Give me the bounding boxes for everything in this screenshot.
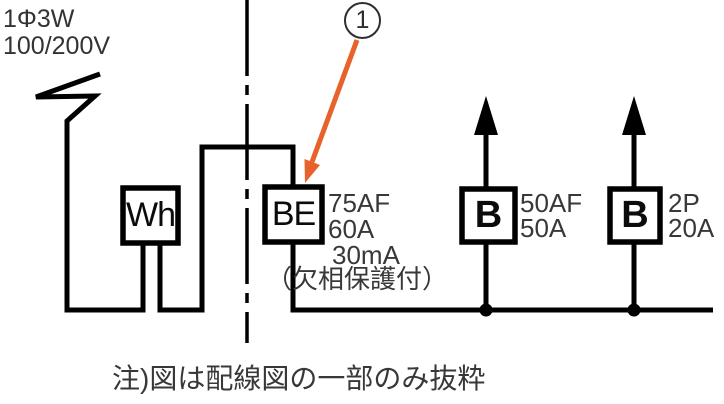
branch1-spec-rating: 50A xyxy=(520,213,567,243)
branch-breaker1-box xyxy=(459,186,518,245)
main-breaker-note: （欠相保護付） xyxy=(266,264,449,294)
main-breaker-spec-frame: 75AF xyxy=(328,188,391,218)
source-system-label: 1Φ3W xyxy=(3,5,75,33)
callout-arrow-shaft xyxy=(309,39,360,163)
junction-dot xyxy=(479,303,493,317)
branch-breaker1-label: B xyxy=(474,194,503,236)
watt-hour-meter-box xyxy=(120,185,181,246)
main-breaker-box xyxy=(262,184,325,245)
main-breaker-spec-rating: 60A xyxy=(328,214,375,244)
footnote: 注)図は配線図の一部のみ抜粋 xyxy=(112,363,486,394)
meter-to-breaker-wire xyxy=(157,144,296,313)
branch-breaker2-label: B xyxy=(621,194,649,236)
branch1-arrowhead-icon xyxy=(474,96,498,135)
branch2-arrowhead-icon xyxy=(622,96,646,135)
junction-dot xyxy=(627,303,641,317)
main-breaker-spec-sensitivity: 30mA xyxy=(332,240,400,270)
branch1-spec-frame: 50AF xyxy=(520,188,583,218)
callout-arrowhead-icon xyxy=(304,159,320,183)
branch2-spec-rating: 20A xyxy=(668,213,715,243)
callout-number-badge: 1 xyxy=(344,2,381,39)
incoming-supply-wire xyxy=(35,71,146,313)
main-breaker-label: BE xyxy=(271,195,316,233)
watt-hour-meter-label: Wh xyxy=(126,196,176,234)
callout-number: 1 xyxy=(355,6,370,34)
source-voltage-label: 100/200V xyxy=(3,32,111,60)
branch-breaker2-box xyxy=(607,186,663,245)
branch2-spec-poles: 2P xyxy=(668,188,700,218)
bottom-bus-wire xyxy=(290,240,713,313)
